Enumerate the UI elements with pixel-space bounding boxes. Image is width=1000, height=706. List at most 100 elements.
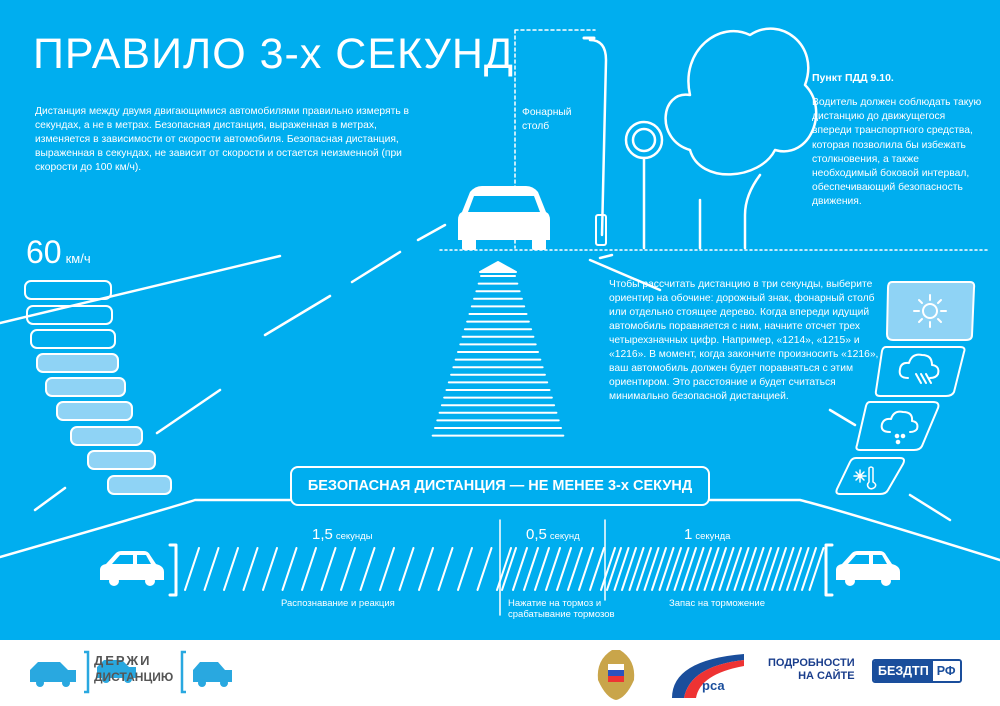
road-lines bbox=[0, 223, 1000, 562]
hatch-line bbox=[340, 547, 356, 591]
hatch-line bbox=[301, 547, 317, 591]
hatch-line bbox=[651, 547, 667, 591]
speed-value: 60 bbox=[26, 234, 62, 270]
hatch-line bbox=[711, 547, 727, 591]
pdd-heading: Пункт ПДД 9.10. bbox=[812, 72, 894, 84]
hatch-line bbox=[696, 547, 712, 591]
speed-level-bars bbox=[24, 280, 172, 495]
speed-bar bbox=[30, 329, 116, 349]
front-car-illustration bbox=[458, 186, 550, 250]
hatch-line bbox=[681, 547, 697, 591]
hatch-line bbox=[763, 547, 780, 591]
intro-text: Дистанция между двумя двигающимися автом… bbox=[35, 106, 410, 173]
rain-icon bbox=[898, 353, 940, 384]
segment-2-label: Нажатие на тормоз и срабатывание тормозо… bbox=[508, 598, 615, 620]
segment-1-label: Распознавание и реакция bbox=[281, 598, 395, 609]
speed-bar bbox=[26, 305, 113, 325]
hatch-line bbox=[262, 547, 278, 591]
hatch-line bbox=[741, 547, 757, 591]
hatch-line bbox=[545, 547, 561, 591]
hatch-line bbox=[578, 547, 594, 591]
site-name: БЕЗДТП bbox=[874, 661, 933, 681]
rear-car-right bbox=[836, 551, 900, 586]
hatch-line bbox=[606, 547, 622, 591]
hatch-line bbox=[223, 547, 239, 591]
speed-bar bbox=[107, 475, 172, 495]
speed-bar bbox=[70, 426, 143, 446]
snow-icon bbox=[880, 410, 919, 445]
keep-distance-logo bbox=[30, 650, 232, 694]
hatch-line bbox=[534, 547, 550, 591]
hatch-line bbox=[778, 547, 795, 591]
hatch-line bbox=[748, 547, 765, 591]
speed-bar bbox=[24, 280, 112, 300]
rear-car-left bbox=[100, 551, 164, 586]
hatch-line bbox=[613, 547, 630, 591]
hatch-line bbox=[476, 547, 493, 591]
hatch-line bbox=[771, 547, 787, 591]
hatch-line bbox=[808, 547, 825, 591]
hatch-line bbox=[600, 547, 616, 591]
speed-bar bbox=[56, 401, 133, 421]
arrow-head bbox=[479, 261, 517, 273]
hatch-line bbox=[726, 547, 742, 591]
hatch-line bbox=[359, 547, 376, 591]
hatch-line bbox=[320, 547, 337, 591]
howto-text: Чтобы рассчитать дистанцию в три секунды… bbox=[609, 279, 879, 402]
speed-bar bbox=[45, 377, 126, 397]
hatch-line bbox=[718, 547, 735, 591]
hatch-line bbox=[512, 547, 528, 591]
distance-arrow-stripes bbox=[431, 261, 565, 437]
speed-bar bbox=[36, 353, 119, 373]
timeline-hatch bbox=[184, 547, 825, 591]
road-sign-illustration bbox=[624, 120, 664, 250]
sun-icon bbox=[913, 294, 947, 328]
hatch-line bbox=[184, 547, 200, 591]
hatch-line bbox=[643, 547, 660, 591]
rain-card bbox=[874, 346, 966, 397]
hatch-line bbox=[457, 547, 473, 591]
tree-illustration bbox=[664, 27, 818, 250]
hatch-line bbox=[666, 547, 682, 591]
speed-unit: км/ч bbox=[65, 251, 91, 266]
hatch-line bbox=[688, 547, 705, 591]
logo-line-1: ДЕРЖИ bbox=[94, 653, 152, 668]
lamp-post-label: Фонарный столб bbox=[522, 107, 572, 132]
snow-card bbox=[855, 401, 940, 451]
hatch-line bbox=[703, 547, 720, 591]
timeline-dividers bbox=[499, 519, 606, 616]
hatch-line bbox=[658, 547, 675, 591]
road-scene bbox=[0, 27, 1000, 616]
hatch-line bbox=[673, 547, 690, 591]
hatch-line bbox=[567, 547, 583, 591]
safe-distance-banner: БЕЗОПАСНАЯ ДИСТАНЦИЯ — НЕ МЕНЕЕ 3-х СЕКУ… bbox=[290, 466, 710, 506]
hatch-line bbox=[801, 547, 817, 591]
hatch-line bbox=[628, 547, 645, 591]
hatch-line bbox=[523, 547, 539, 591]
hatch-line bbox=[418, 547, 434, 591]
hatch-line bbox=[589, 547, 605, 591]
rsa-logo-text: рса bbox=[702, 678, 725, 693]
hatch-line bbox=[379, 547, 395, 591]
page-title: ПРАВИЛО 3-х СЕКУНД bbox=[33, 30, 515, 78]
hatch-line bbox=[556, 547, 572, 591]
hatch-line bbox=[793, 547, 810, 591]
pdd-text: Водитель должен соблюдать такую дистанци… bbox=[812, 97, 982, 208]
hatch-line bbox=[437, 547, 454, 591]
hatch-line bbox=[733, 547, 750, 591]
hatch-line bbox=[203, 547, 220, 591]
hatch-line bbox=[242, 547, 259, 591]
hatch-line bbox=[756, 547, 772, 591]
hatch-line bbox=[636, 547, 652, 591]
rsa-logo bbox=[672, 654, 744, 698]
brackets bbox=[168, 543, 834, 597]
weather-cards bbox=[835, 281, 976, 495]
traffic-police-emblem bbox=[597, 650, 635, 700]
segment-3-label: Запас на торможение bbox=[669, 598, 766, 609]
